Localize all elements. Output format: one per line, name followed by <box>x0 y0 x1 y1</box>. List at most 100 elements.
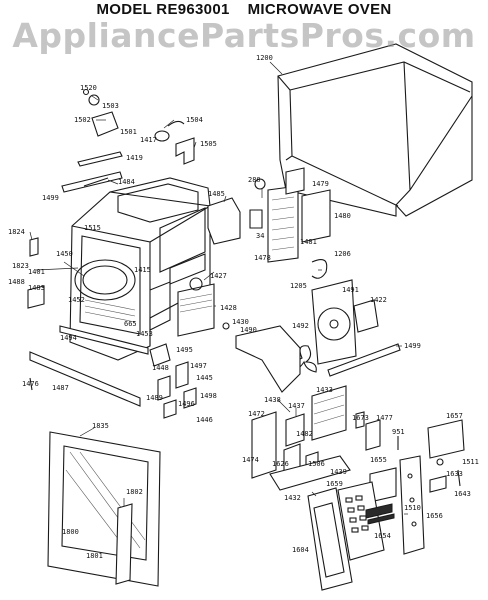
bracket-1505-drawing <box>175 137 195 165</box>
part-label: 951 <box>392 428 405 436</box>
part-label: 1433 <box>316 386 333 394</box>
part-label: 665 <box>124 320 137 328</box>
part-label: 1823 <box>12 262 29 270</box>
part-label: 1498 <box>200 392 217 400</box>
bracket-1472-drawing <box>251 411 277 479</box>
part-label: 1482 <box>296 430 313 438</box>
part-label: 1205 <box>290 282 307 290</box>
part-label: 1511 <box>462 458 479 466</box>
switch-1496-drawing <box>163 399 177 419</box>
part-label: 1495 <box>176 346 193 354</box>
part-label: 1626 <box>272 460 289 468</box>
fan-bracket-drawing <box>311 279 357 365</box>
cover-1657-drawing <box>427 419 465 459</box>
top-strap-drawing <box>61 171 123 193</box>
cover-1480-drawing <box>301 189 331 243</box>
part-label: 1474 <box>242 456 259 464</box>
side-bracket-drawing <box>27 285 45 309</box>
switch-1497-drawing <box>175 361 189 389</box>
screw-1430-drawing <box>222 322 230 330</box>
keypad-drawing <box>337 481 395 561</box>
part-label: 1481 <box>300 238 317 246</box>
watermark: AppliancePartsPros.com <box>12 16 476 55</box>
control-board-drawing <box>269 455 351 491</box>
switch-1498-drawing <box>183 387 197 409</box>
part-label: 1824 <box>8 228 25 236</box>
screw-1476-drawing <box>29 377 33 391</box>
part-1643-drawing <box>429 475 447 493</box>
fan-motor-drawing <box>353 299 379 333</box>
bracket-1484-drawing <box>83 177 109 187</box>
part-label: 1504 <box>186 116 203 124</box>
part-label: 1485 <box>208 190 225 198</box>
bracket-1419-drawing <box>77 151 123 167</box>
part-label: 1427 <box>210 272 227 280</box>
part-label: 1450 <box>56 250 73 258</box>
part-label: 1604 <box>292 546 309 554</box>
part-label: 1432 <box>284 494 301 502</box>
board-1656-drawing <box>399 455 425 555</box>
part-label: 1415 <box>134 266 151 274</box>
clip-1503-drawing <box>88 94 100 106</box>
part-label: 1417 <box>140 136 157 144</box>
leader-lines <box>29 61 408 515</box>
part-label: 1477 <box>376 414 393 422</box>
part-label: 1505 <box>200 140 217 148</box>
part-label: 280 <box>248 176 261 184</box>
part-1633-drawing <box>436 458 444 466</box>
part-label: 1437 <box>288 402 305 410</box>
part-label: 1655 <box>370 456 387 464</box>
bottom-strap-drawing <box>59 325 149 355</box>
part-label: 1506 <box>308 460 325 468</box>
part-label: 1430 <box>232 318 249 326</box>
part-label: 1802 <box>126 488 143 496</box>
part-label: 1487 <box>52 384 69 392</box>
oven-cavity-drawing <box>69 177 211 361</box>
latch-1823-drawing <box>29 237 39 257</box>
part-label: 1488 <box>8 278 25 286</box>
lamp-drawing <box>254 178 266 190</box>
switch-bracket-drawing <box>91 111 119 137</box>
part-label: 1633 <box>446 470 463 478</box>
part-label: 1479 <box>312 180 329 188</box>
part-1511-drawing <box>457 469 461 487</box>
part-label: 1472 <box>248 410 265 418</box>
part-label: 1452 <box>68 296 85 304</box>
wire-1206-drawing <box>311 259 328 279</box>
part-1477-drawing <box>365 419 381 451</box>
part-34-drawing <box>249 209 263 229</box>
part-label: 1643 <box>454 490 471 498</box>
part-label: 1835 <box>92 422 109 430</box>
thermal-cutout-drawing <box>154 120 185 142</box>
part-label: 1503 <box>102 102 119 110</box>
part-label: 1499 <box>42 194 59 202</box>
part-label: 1206 <box>334 250 351 258</box>
transformer-drawing <box>311 385 347 441</box>
part-label: 1422 <box>370 296 387 304</box>
part-label: 1438 <box>264 396 281 404</box>
part-label: 1428 <box>220 304 237 312</box>
part-label: 1800 <box>62 528 79 536</box>
part-label: 1801 <box>86 552 103 560</box>
vent-panel-drawing <box>267 167 305 263</box>
part-label: 1476 <box>22 380 39 388</box>
part-label: 1497 <box>190 362 207 370</box>
part-label: 1401 <box>28 268 45 276</box>
part-label: 1656 <box>426 512 443 520</box>
base-bracket-drawing <box>235 325 301 393</box>
fan-housing-drawing <box>207 197 241 245</box>
part-label: 1673 <box>352 414 369 422</box>
magnetron-drawing <box>177 277 215 337</box>
part-label: 1499 <box>404 342 421 350</box>
part-label: 1520 <box>80 84 97 92</box>
part-label: 1659 <box>326 480 343 488</box>
part-label: 1480 <box>334 212 351 220</box>
outer-case-drawing <box>277 43 473 217</box>
part-label: 1445 <box>196 374 213 382</box>
part-label: 1439 <box>330 468 347 476</box>
part-label: 1654 <box>374 532 391 540</box>
part-label: 1502 <box>74 116 91 124</box>
